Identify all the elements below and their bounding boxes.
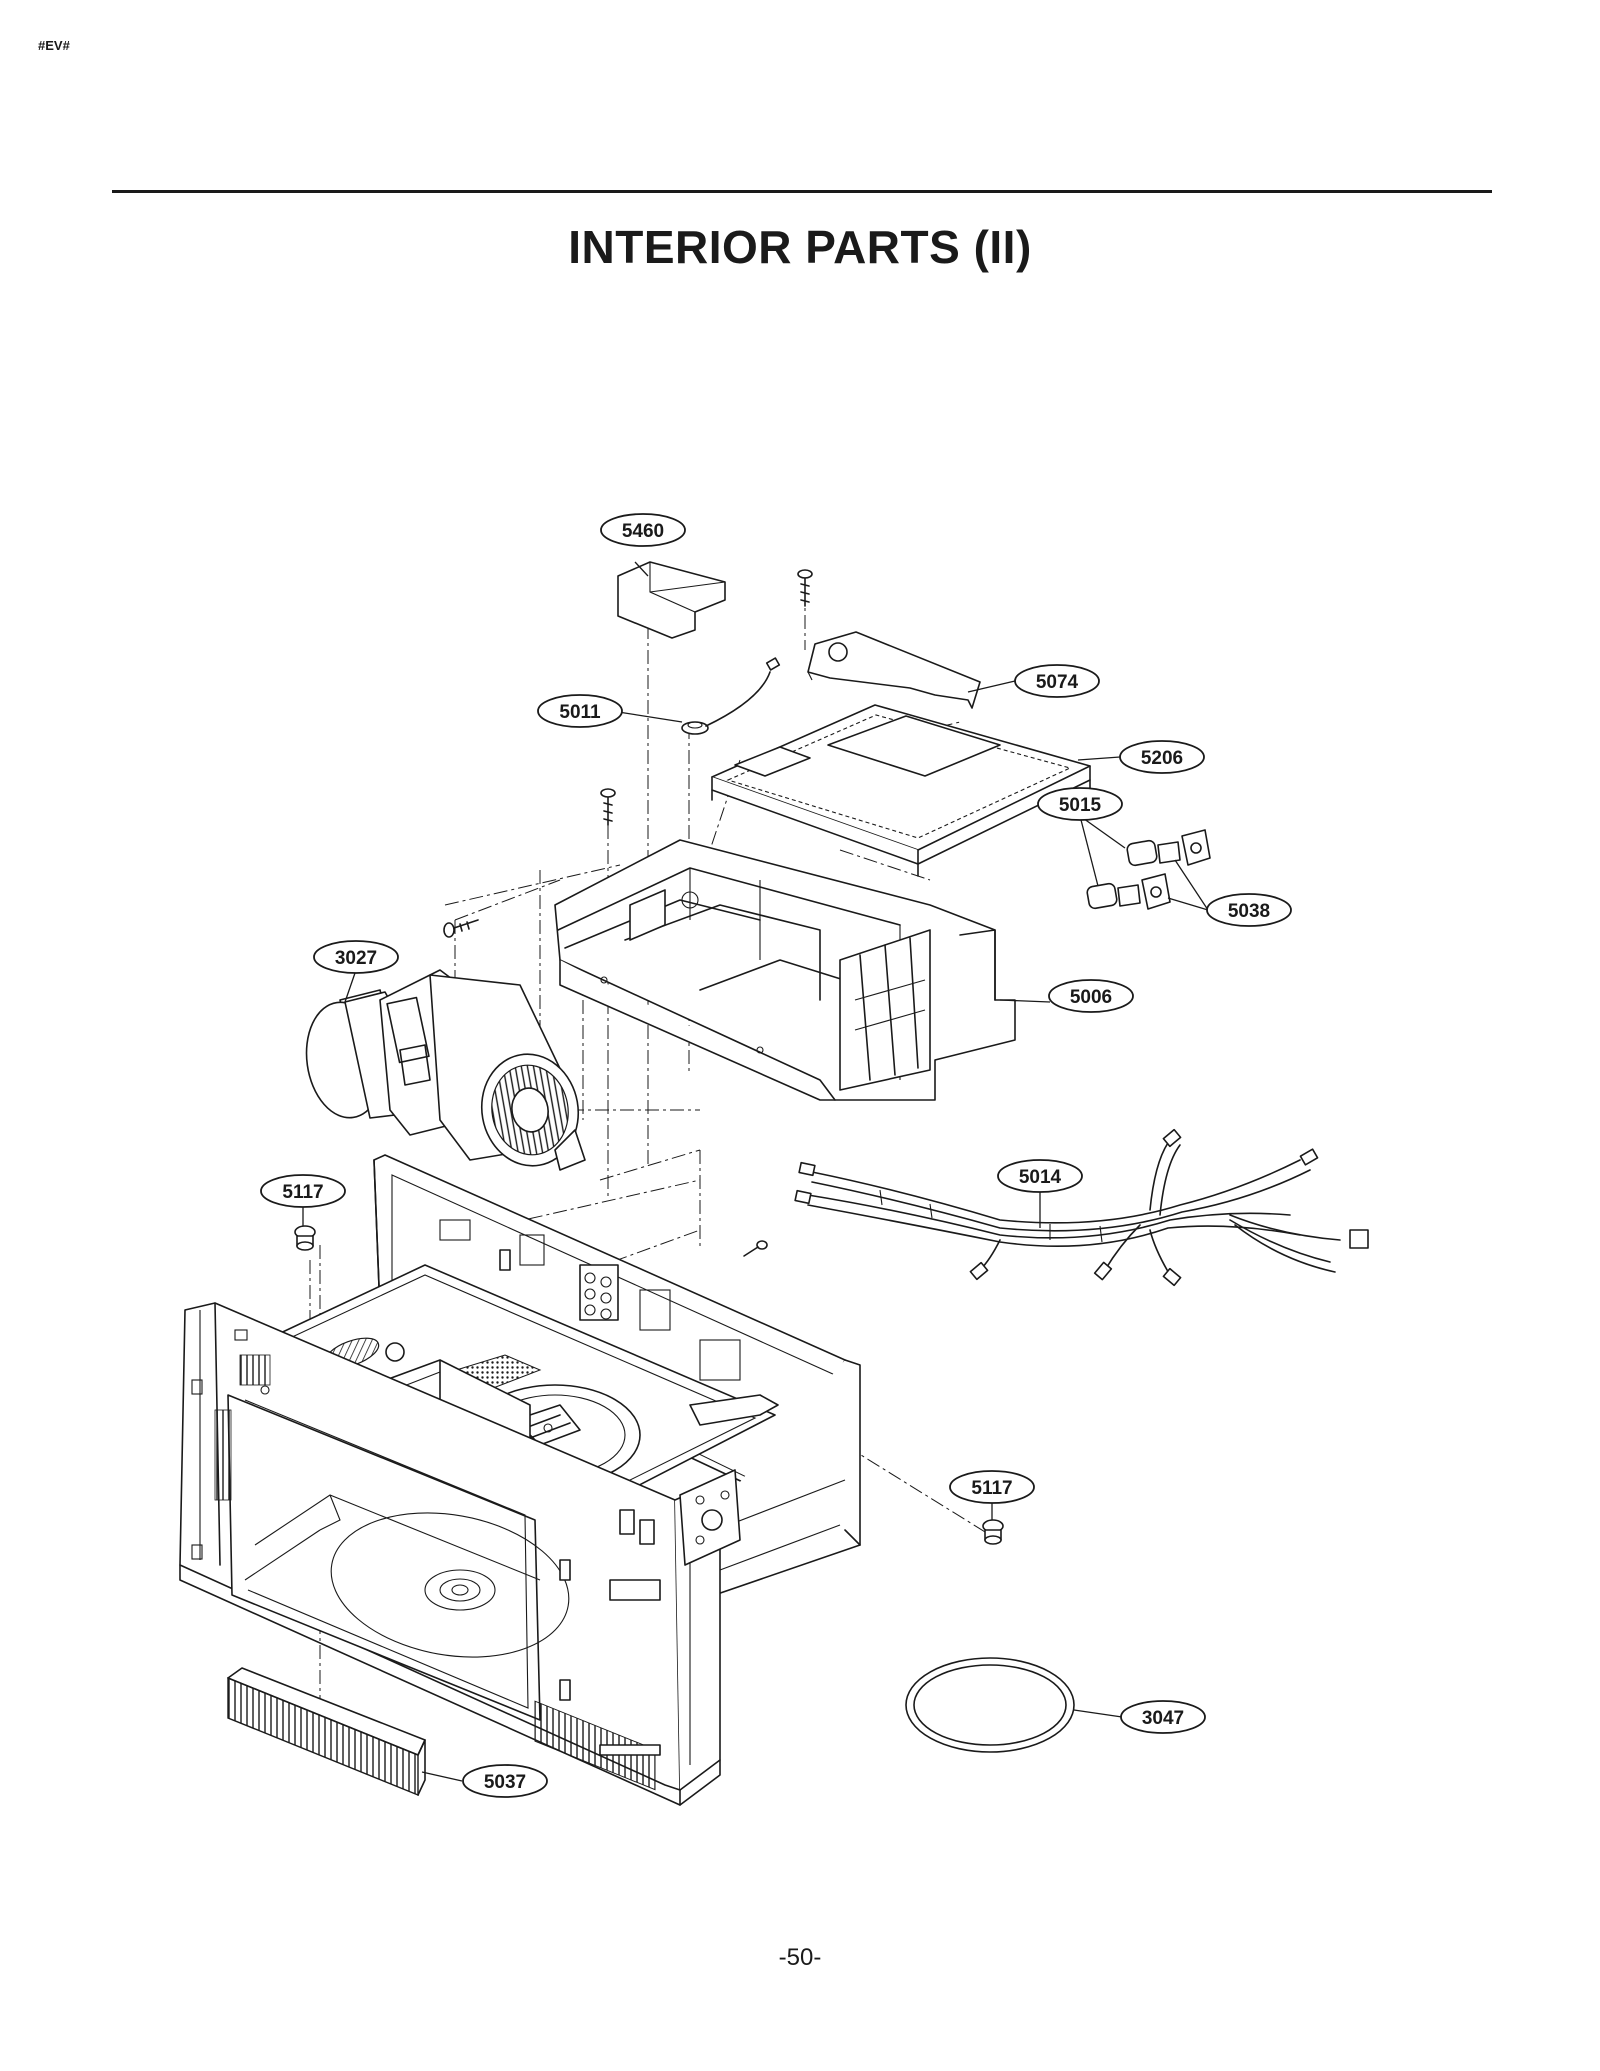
part-3047-roller-ring (905, 1657, 1075, 1753)
screw-icon (797, 569, 813, 607)
leader-lines (302, 561, 1209, 1782)
callout-5038: 5038 (1206, 893, 1292, 927)
svg-text:5014: 5014 (1019, 1167, 1062, 1188)
part-5014-wire-harness (794, 1128, 1369, 1287)
part-5015-5038-connectors (1086, 829, 1211, 910)
svg-text:3027: 3027 (335, 948, 377, 969)
screw-icon (743, 1240, 768, 1257)
callout-5006: 5006 (1048, 979, 1134, 1013)
screw-icon (600, 788, 616, 826)
svg-text:5015: 5015 (1059, 795, 1102, 816)
part-5206-cover-sheet (711, 704, 1091, 877)
callout-3047: 3047 (1120, 1700, 1206, 1734)
header-rule (112, 190, 1492, 193)
callout-5014: 5014 (997, 1159, 1083, 1193)
svg-text:5460: 5460 (622, 521, 664, 542)
part-5074-cover-plate (807, 631, 981, 709)
part-5037-grease-filter (227, 1667, 426, 1797)
svg-text:5037: 5037 (484, 1772, 526, 1793)
svg-text:5206: 5206 (1141, 748, 1183, 769)
page-number: -50- (778, 1944, 822, 1971)
svg-text:5117: 5117 (282, 1182, 323, 1203)
callout-5011: 5011 (537, 694, 623, 728)
svg-text:5074: 5074 (1036, 672, 1079, 693)
document-code: #EV# (38, 38, 70, 53)
svg-text:5117: 5117 (971, 1478, 1012, 1499)
main-oven-cavity (179, 1154, 861, 1806)
svg-text:5006: 5006 (1070, 987, 1112, 1008)
callout-5037: 5037 (462, 1764, 548, 1798)
callout-5460: 5460 (600, 513, 686, 547)
page-title: INTERIOR PARTS (II) (568, 221, 1032, 273)
screw-icon (443, 919, 479, 938)
callout-5015: 5015 (1037, 787, 1123, 821)
callout-5117-right: 5117 (949, 1470, 1035, 1504)
part-5006-upper-frame (554, 839, 1016, 1101)
svg-text:5038: 5038 (1228, 901, 1270, 922)
svg-text:5011: 5011 (559, 702, 601, 723)
callout-5074: 5074 (1014, 664, 1100, 698)
part-5117-thermostat-left (294, 1225, 316, 1251)
callout-3027: 3027 (313, 940, 399, 974)
part-3027-blower-fan (305, 969, 586, 1171)
callout-5117-left: 5117 (260, 1174, 346, 1208)
part-5460-bracket (617, 561, 726, 639)
svg-text:3047: 3047 (1142, 1708, 1184, 1729)
part-5011-thermostat (681, 657, 781, 735)
callout-5206: 5206 (1119, 740, 1205, 774)
part-5117-thermostat-right (982, 1519, 1004, 1545)
